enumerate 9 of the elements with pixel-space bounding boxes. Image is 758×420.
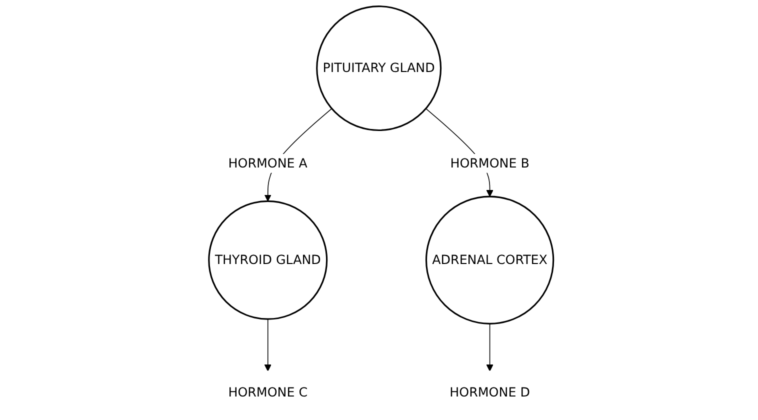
edge-label: HORMONE B — [450, 155, 530, 170]
node-text: HORMONE C — [228, 384, 308, 400]
node-circle: PITUITARY GLAND — [316, 6, 442, 132]
node-circle: THYROID GLAND — [208, 200, 328, 320]
node-circle: ADRENAL CORTEX — [425, 196, 554, 324]
arrow — [264, 318, 272, 372]
edge-label: HORMONE A — [228, 155, 308, 170]
node-text: HORMONE D — [450, 384, 530, 400]
arrow — [486, 323, 494, 372]
